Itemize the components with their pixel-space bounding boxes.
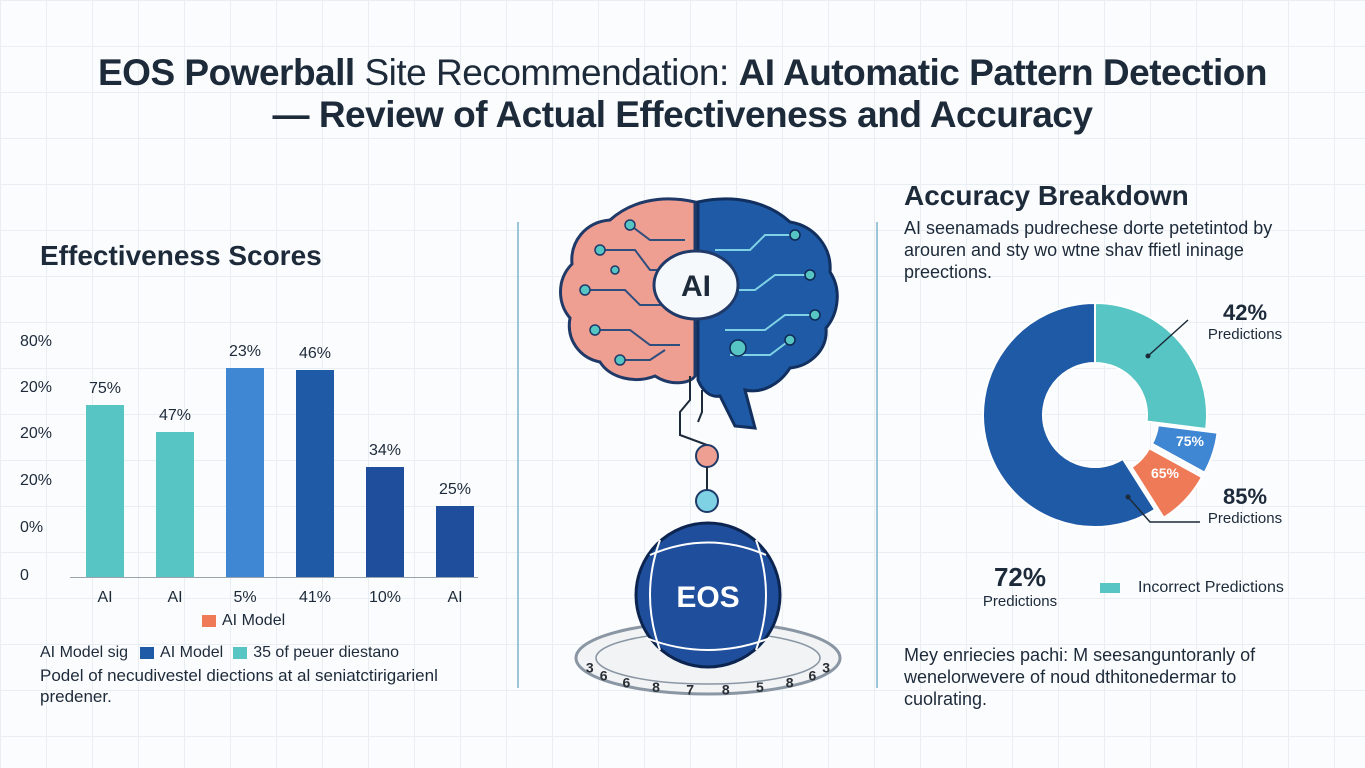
bar-value-label: 25%: [438, 480, 472, 498]
slice-sub: Predictions: [1207, 326, 1283, 343]
legend-label: AI Model: [160, 644, 224, 661]
legend-swatch: [1100, 583, 1120, 593]
slice-label-75: 75%: [1175, 433, 1205, 449]
connector-node: [695, 489, 719, 513]
slice-pct: 85%: [1222, 484, 1268, 509]
donut-legend: Incorrect Predictions: [1100, 579, 1284, 597]
left-description: Podel of necudivestel diections at al se…: [40, 665, 438, 707]
wheel-number: 7: [686, 682, 694, 698]
bar-value-label: 34%: [368, 441, 402, 459]
accuracy-intro: AI seenamads pudrechese dorte petetintod…: [904, 217, 1272, 283]
x-tick-label: 5%: [233, 589, 257, 606]
bar-value-label: 23%: [228, 342, 262, 360]
legend-text: AI Model sig: [40, 644, 129, 661]
eos-ball-label: EOS: [676, 581, 739, 614]
legend-label: Incorrect Predictions: [1138, 579, 1284, 596]
wheel-number: 8: [652, 679, 660, 695]
legend-swatch: [140, 647, 155, 659]
footer-line: Mey enriecies pachi: M seesanguntoranly …: [904, 645, 1256, 665]
x-tick-label: 41%: [298, 589, 332, 606]
eos-ball: [634, 521, 782, 669]
bar: [436, 505, 474, 577]
outside-sub: Predictions: [982, 593, 1058, 610]
ai-bubble-label: AI: [681, 270, 711, 303]
y-tick-label: 80%: [20, 333, 53, 350]
legend-swatch: [202, 615, 216, 627]
accuracy-heading: Accuracy Breakdown: [904, 180, 1189, 211]
accuracy-footer: Mey enriecies pachi: M seesanguntoranly …: [904, 644, 1255, 710]
ai-bubble: [652, 249, 740, 321]
title-light: Site Recommendation:: [354, 52, 739, 93]
donut-slice: [1094, 301, 1208, 431]
x-tick-label: 10%: [368, 589, 402, 606]
divider-right: [876, 222, 878, 688]
y-tick-label: 0%: [20, 519, 44, 536]
description-line: Podel of necudivestel diections at al se…: [40, 666, 438, 685]
description-line: predener.: [40, 687, 112, 706]
slice-label-42: 42% Predictions: [1190, 300, 1300, 343]
title-bold-a: EOS Powerball: [98, 52, 355, 93]
bar-legend-coral: AI Model: [202, 612, 285, 630]
slice-pct: 42%: [1222, 300, 1268, 325]
y-tick-label: 20%: [20, 379, 53, 396]
donut-slice: [1130, 446, 1204, 520]
footer-line: cuolrating.: [904, 689, 988, 709]
intro-line: preections.: [904, 262, 993, 282]
left-legend-line: AI Model sig AI Model 35 of peuer diesta…: [40, 644, 399, 662]
brain-right-hemisphere: [696, 197, 839, 430]
slice-label-65: 65%: [1150, 465, 1180, 481]
bar-value-label: 47%: [158, 407, 192, 425]
title-line2: — Review of Actual Effectiveness and Acc…: [272, 94, 1093, 135]
page-title: EOS Powerball Site Recommendation: AI Au…: [0, 52, 1365, 136]
wheel-number: 6: [600, 668, 608, 684]
legend-swatch: [233, 647, 248, 659]
y-tick-label: 20%: [20, 425, 53, 442]
bar-value-label: 75%: [88, 379, 122, 397]
donut-slice: [1150, 424, 1219, 475]
connector-node: [695, 444, 719, 468]
intro-line: arouren and sty wo wtne shav ffietl inin…: [904, 240, 1244, 260]
footer-line: wenelorwevere of noud dthitonedermar to: [904, 667, 1237, 687]
x-tick-label: AI: [167, 589, 183, 606]
legend-label: AI Model: [222, 612, 286, 629]
wheel-number: 6: [622, 674, 630, 690]
intro-line: AI seenamads pudrechese dorte petetintod…: [904, 218, 1273, 238]
bar-value-label: 46%: [298, 345, 332, 362]
outside-pct: 72%: [993, 562, 1047, 592]
divider-left: [517, 222, 519, 688]
bar: [86, 404, 124, 577]
wheel-number: 3: [586, 659, 594, 675]
wheel-number: 8: [722, 682, 730, 698]
effectiveness-heading: Effectiveness Scores: [40, 240, 322, 271]
x-tick-label: AI: [97, 589, 113, 606]
wheel-number: 3: [822, 659, 830, 675]
y-tick-label: 0: [20, 567, 29, 584]
donut-slice: [982, 301, 1157, 528]
brain-left-hemisphere: [559, 197, 697, 385]
bar: [366, 466, 404, 577]
y-tick-label: 20%: [20, 472, 53, 489]
outside-label-72: 72% Predictions: [970, 562, 1070, 610]
slice-sub: Predictions: [1207, 510, 1283, 527]
bar: [156, 432, 194, 577]
wheel-number: 5: [756, 679, 764, 695]
bar: [226, 367, 264, 577]
bar: [296, 370, 334, 577]
x-axis-line: [70, 577, 478, 578]
donut-chart: [982, 301, 1219, 528]
legend-label: 35 of peuer diestano: [253, 644, 400, 661]
x-tick-label: AI: [447, 589, 463, 606]
wheel-number: 6: [808, 668, 816, 684]
title-bold-b: AI Automatic Pattern Detection: [738, 52, 1268, 93]
slice-label-85: 85% Predictions: [1190, 484, 1300, 527]
wheel-number: 8: [786, 674, 794, 690]
